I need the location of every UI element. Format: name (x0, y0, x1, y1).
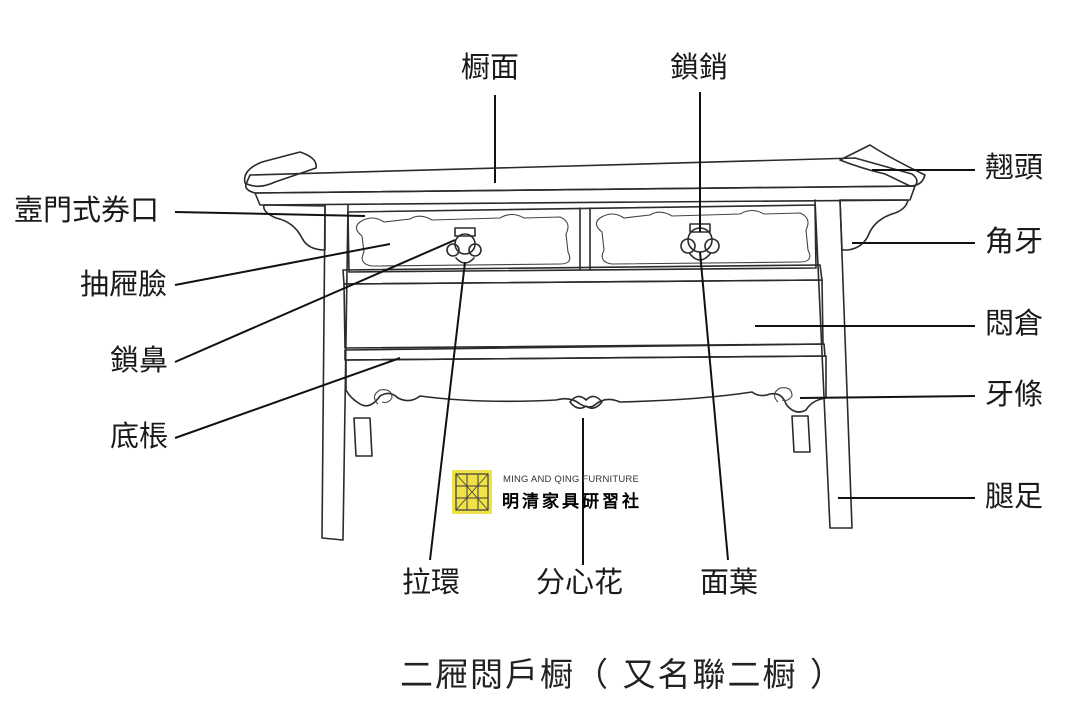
label-drawer-front: 抽屜臉 (80, 267, 168, 301)
label-arch-apron: 壼門式券口 (14, 193, 160, 227)
label-lock-pin: 鎖銷 (670, 50, 729, 84)
drawer-section (347, 204, 817, 273)
logo-emblem-icon (452, 470, 492, 514)
logo-english-text: MING AND QING FURNITURE (503, 474, 640, 485)
apron-strip (345, 355, 827, 457)
corner-spandrel-right (839, 199, 909, 251)
label-leg-foot: 腿足 (985, 479, 1044, 513)
corner-spandrel-left (262, 204, 326, 251)
leader-lines (174, 92, 976, 565)
label-everted-end: 翹頭 (985, 150, 1044, 184)
label-corner-spandrel: 角牙 (985, 224, 1044, 258)
diagram-caption: 二屜悶戶橱（ 又名聯二橱 ） (400, 655, 845, 694)
label-apron-strip: 牙條 (985, 377, 1044, 411)
watermark-logo: MING AND QING FURNITURE 明清家具研習社 (452, 470, 702, 518)
table-top (243, 144, 926, 206)
label-center-flower: 分心花 (536, 565, 624, 599)
label-pull-ring: 拉環 (402, 565, 461, 599)
label-hidden-compartment: 悶倉 (985, 306, 1044, 340)
label-lock-plate: 鎖鼻 (110, 343, 169, 377)
hidden-compartment (342, 264, 824, 349)
label-bottom-stretcher: 底棖 (110, 419, 169, 453)
logo-chinese-text: 明清家具研習社 (502, 492, 642, 512)
label-face-plate: 面葉 (700, 565, 759, 599)
label-top-surface: 橱面 (461, 50, 520, 84)
